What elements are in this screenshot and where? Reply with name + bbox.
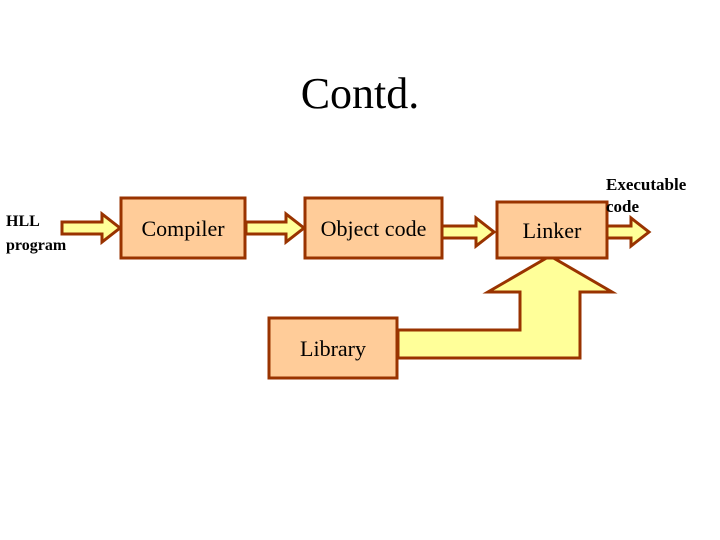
input-label: HLL program [6, 210, 66, 258]
object-code-label: Object code [320, 216, 427, 241]
output-label-line2: code [606, 197, 640, 216]
compiler-box [119, 196, 247, 260]
object-code-box [303, 196, 444, 260]
library-label: Library [300, 336, 366, 361]
library-box [267, 316, 399, 380]
linker-box [495, 200, 609, 260]
slide-title: Contd. [300, 69, 420, 118]
input-label-line1: HLL [6, 213, 40, 230]
compiler-label: Compiler [141, 216, 225, 241]
output-label-line1: Executable [606, 175, 687, 194]
output-arrow [605, 214, 652, 250]
object-to-linker-arrow [440, 214, 497, 250]
compiler-to-object-arrow [244, 210, 307, 246]
library-to-linker-arrow [396, 254, 618, 360]
linker-label: Linker [522, 218, 582, 243]
input-label-line2: program [6, 237, 67, 254]
output-label: Executable code [606, 174, 686, 218]
input-arrow [60, 210, 123, 246]
